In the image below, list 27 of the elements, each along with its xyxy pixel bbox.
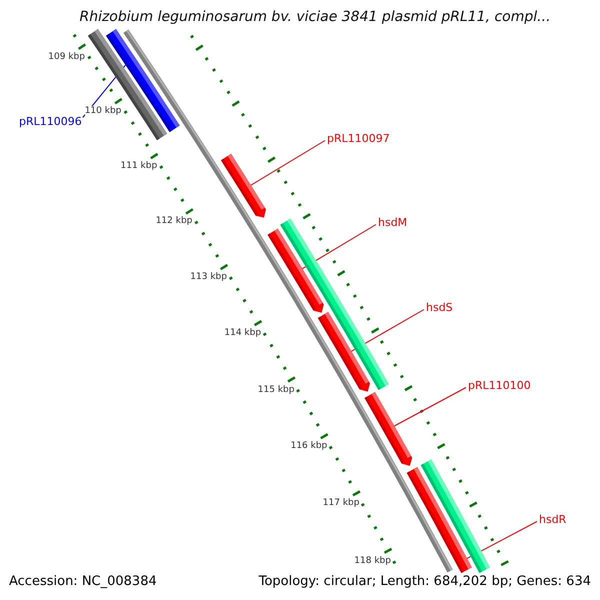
leader-line (394, 387, 466, 426)
gene-feature (420, 459, 490, 573)
scale-label: 117 kbp (322, 498, 360, 510)
gene-label: pRL110097 (327, 132, 390, 145)
gene-label: pRL110100 (468, 379, 531, 392)
scale-label: 114 kbp (224, 328, 262, 340)
gene-label: hsdM (378, 216, 408, 229)
gene-label: pRL110096 (19, 115, 82, 128)
scale-label: 109 kbp (48, 52, 85, 63)
scale-label: 116 kbp (290, 441, 328, 452)
scale-label: 115 kbp (258, 384, 294, 396)
gene-label: hsdR (539, 513, 566, 526)
scale-label: 112 kbp (156, 216, 192, 228)
leader-line (466, 521, 538, 559)
scale-label: 118 kbp (354, 556, 391, 567)
scale-label: 110 kbp (84, 106, 122, 118)
summary-text: Topology: circular; Length: 684,202 bp; Genes: 634 (258, 574, 591, 590)
leader-line (250, 140, 326, 186)
accession-text: Accession: NC_008384 (9, 574, 157, 590)
leader-line (302, 224, 376, 270)
gene-feature (364, 392, 412, 466)
gene-feature (318, 312, 370, 392)
gene-feature (221, 154, 266, 218)
gene-label: hsdS (426, 301, 453, 314)
scale-label: 111 kbp (120, 161, 158, 172)
gene-feature (106, 29, 180, 132)
scale-label: 113 kbp (190, 272, 227, 284)
